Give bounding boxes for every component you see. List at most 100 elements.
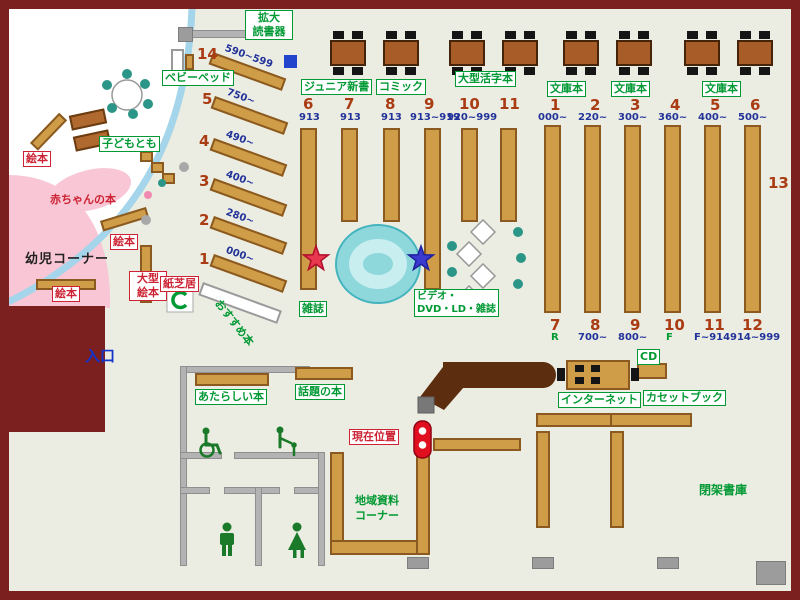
- label-local-materials: 地域資料 コーナー: [347, 493, 407, 523]
- label-large-print: 大型活字本: [455, 71, 516, 87]
- shelf-number: 3: [630, 96, 641, 114]
- wall-bottom: [0, 591, 800, 600]
- label-comic: コミック: [376, 79, 426, 95]
- chair-icon: [638, 67, 649, 75]
- label-cassette-book: カセットブック: [643, 390, 726, 406]
- entrance-wall-block: [0, 306, 105, 432]
- shelf-range: 913~919: [410, 112, 461, 123]
- bookshelf-9: [424, 128, 441, 290]
- label-kodomo-tomo: 子どもとも: [99, 136, 160, 152]
- chair-icon: [352, 31, 363, 39]
- shelf-range: 300~: [618, 112, 648, 123]
- shelf-number: 3: [199, 172, 210, 190]
- label-bunko: 文庫本: [611, 81, 650, 97]
- shelf-number: 2: [199, 211, 210, 229]
- label-topic-books: 話題の本: [295, 384, 345, 400]
- av-shelf: [536, 413, 618, 427]
- pink-dot: [144, 191, 152, 199]
- av-shelf: [610, 431, 624, 528]
- shelf-number: 12: [742, 316, 763, 334]
- label-magnifying-reader: 拡大 読書器: [245, 10, 293, 40]
- chair-icon: [333, 31, 344, 39]
- bookshelf-r2: [584, 125, 601, 313]
- table-top: [502, 40, 538, 66]
- label-line: 地域資料: [355, 494, 399, 507]
- table-top: [737, 40, 773, 66]
- chair-icon: [585, 67, 596, 75]
- round-table: [102, 69, 153, 119]
- shelf-number: 8: [385, 95, 396, 113]
- reading-table: [684, 31, 720, 75]
- chair-icon: [740, 67, 751, 75]
- reading-table: [502, 31, 538, 75]
- label-line: 拡大: [258, 11, 280, 24]
- shelf-number: 10: [664, 316, 685, 334]
- chair-icon: [759, 67, 770, 75]
- wall-segment: [180, 366, 310, 373]
- chair-icon: [557, 368, 565, 381]
- chair-icon: [619, 67, 630, 75]
- shelf-range: F~914: [694, 332, 731, 343]
- label-bunko: 文庫本: [702, 81, 741, 97]
- shelf: [433, 438, 521, 451]
- label-bunko: 文庫本: [547, 81, 586, 97]
- reading-table: [616, 31, 652, 75]
- label-magazines: 雑誌: [299, 301, 327, 317]
- shelf-number: 11: [499, 95, 520, 113]
- wall-segment: [180, 366, 187, 566]
- wall-segment: [180, 452, 222, 459]
- magnifier-device-icon: [284, 55, 297, 68]
- chair-icon: [524, 31, 535, 39]
- wall-segment: [224, 487, 280, 494]
- baby-bed-shelf: [185, 54, 194, 70]
- children-shelf: [30, 112, 68, 151]
- label-toddler-corner: 幼児コーナー: [25, 252, 110, 267]
- label-picture-books: 絵本: [52, 286, 80, 302]
- shelf-number: 7: [550, 316, 561, 334]
- pillar: [407, 557, 429, 569]
- shelf-number: 9: [630, 316, 641, 334]
- wall-top: [0, 0, 800, 9]
- table-top: [616, 40, 652, 66]
- shelf-range: 360~: [658, 112, 688, 123]
- pillar: [178, 27, 193, 42]
- shelf-range: F: [666, 332, 673, 343]
- shelf-range: 500~: [738, 112, 768, 123]
- chair-icon: [452, 31, 463, 39]
- chair-icon: [740, 31, 751, 39]
- mens-restroom-icon: [220, 522, 234, 556]
- shelf-number: 9: [424, 95, 435, 113]
- shelf-number: 8: [590, 316, 601, 334]
- local-materials-shelf: [416, 452, 430, 555]
- chair-icon: [759, 31, 770, 39]
- bookshelf-7: [341, 128, 358, 222]
- chair-icon: [352, 67, 363, 75]
- label-closed-stacks: 閉架書庫: [699, 483, 748, 497]
- shelf-number-13: 13: [768, 174, 789, 192]
- pillar: [657, 557, 679, 569]
- label-junior-shinsho: ジュニア新書: [301, 79, 373, 95]
- pillar: [532, 557, 554, 569]
- chair-icon: [706, 31, 717, 39]
- shelf-number: 14: [197, 45, 218, 63]
- bookshelf-6: [300, 128, 317, 290]
- shelf-range: 000~: [538, 112, 568, 123]
- parent-child-icon: [276, 426, 297, 457]
- reading-table: [383, 31, 419, 75]
- shelf-number: 1: [199, 250, 210, 268]
- chair-icon: [687, 31, 698, 39]
- shelf-range: 913: [299, 112, 320, 123]
- shelf-number: 1: [550, 96, 561, 114]
- shelf-number: 4: [199, 132, 210, 150]
- oval-bench: [335, 224, 421, 304]
- av-shelf: [536, 431, 550, 528]
- label-video-dvd: ビデオ・ DVD・LD・雑誌: [414, 289, 500, 317]
- label-picture-books: 絵本: [110, 234, 138, 250]
- shelf-range: 920~999: [447, 112, 498, 123]
- table-top: [330, 40, 366, 66]
- step-shelf: [162, 173, 175, 184]
- reading-table: [563, 31, 599, 75]
- new-books-shelf: [195, 373, 269, 386]
- table-top: [449, 40, 485, 66]
- shelf-number: 5: [710, 96, 721, 114]
